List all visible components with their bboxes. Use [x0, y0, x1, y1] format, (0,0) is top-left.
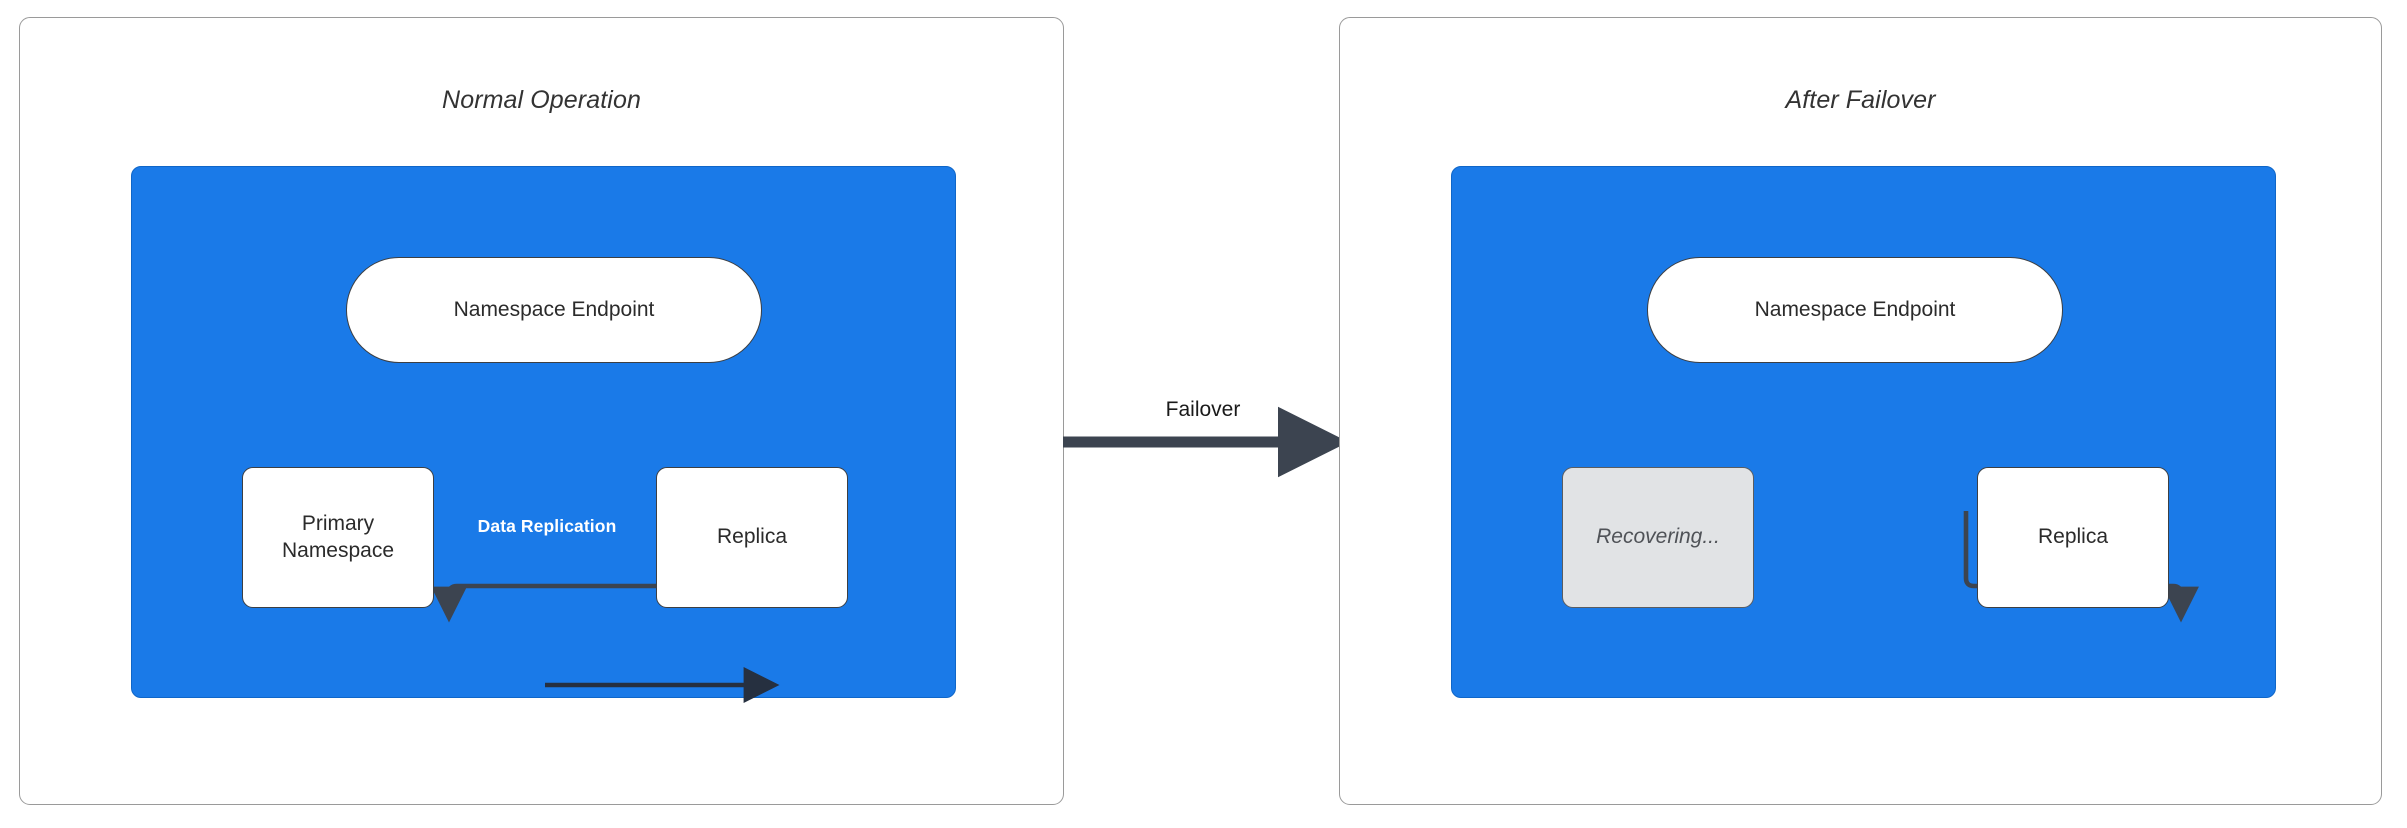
- node-recovering[interactable]: Recovering...: [1562, 467, 1754, 608]
- node-primary-namespace-line2: Namespace: [281, 538, 395, 562]
- transition-label-failover: Failover: [1165, 398, 1241, 421]
- failover-arrow-icon: [1063, 406, 1349, 478]
- node-replica-normal[interactable]: Replica: [656, 467, 848, 608]
- panel-normal-operation: Normal Operation Da: [19, 17, 1064, 805]
- node-primary-namespace-line1: Primary: [301, 512, 375, 536]
- transition-failover: Failover: [1058, 398, 1349, 494]
- panel-title-normal-operation: Normal Operation: [442, 86, 641, 114]
- node-replica-failover[interactable]: Replica: [1977, 467, 2169, 608]
- node-namespace-endpoint-failover[interactable]: Namespace Endpoint: [1647, 257, 2063, 363]
- namespace-region-failover: Namespace Endpoint Recovering... Replica: [1451, 166, 2276, 698]
- edge-primary-to-replica: [545, 667, 780, 703]
- edge-label-data-replication: Data Replication: [477, 516, 617, 536]
- node-namespace-endpoint-normal[interactable]: Namespace Endpoint: [346, 257, 762, 363]
- namespace-region-normal: Data Replication Namespace Endpoint Prim…: [131, 166, 956, 703]
- panel-after-failover: After Failover Namespace Endpoint Recove…: [1339, 17, 2382, 805]
- node-primary-namespace[interactable]: Primary Namespace: [242, 467, 434, 608]
- panel-title-after-failover: After Failover: [1785, 86, 1936, 114]
